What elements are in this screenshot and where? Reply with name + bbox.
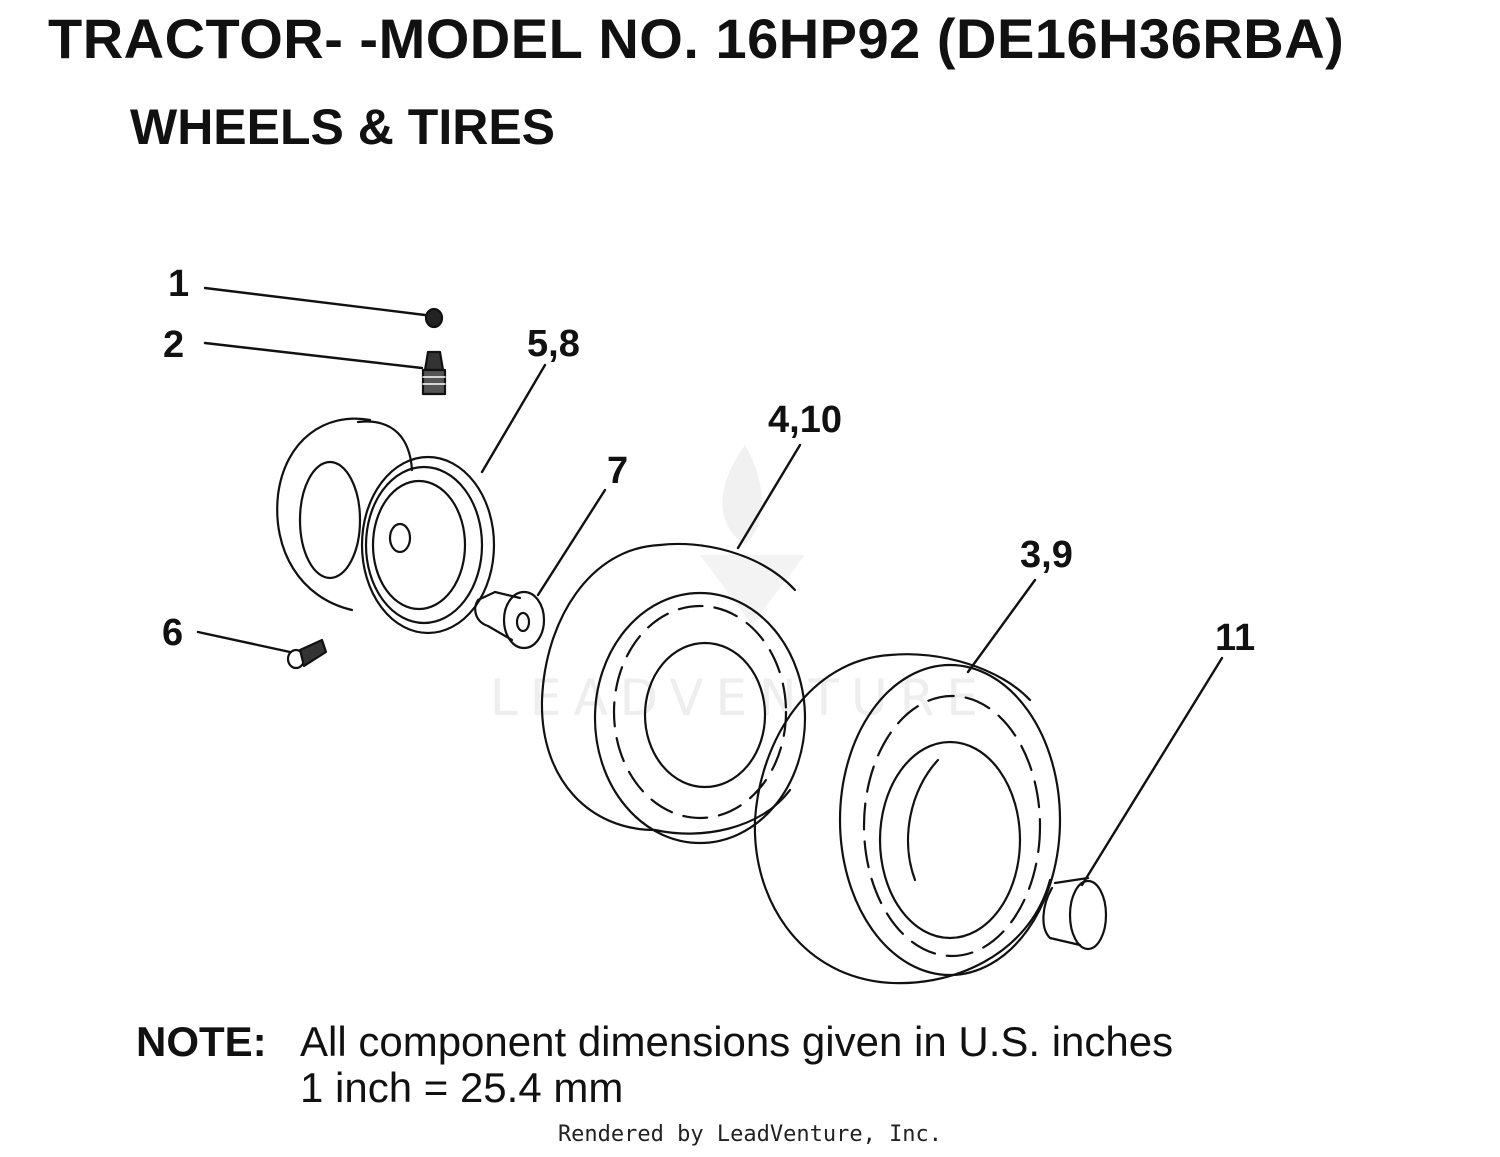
watermark-chevron-icon [700,555,805,625]
part-hub-cap[interactable] [1042,876,1108,951]
part-front-tire[interactable] [540,542,807,845]
page-title: TRACTOR- -MODEL NO. 16HP92 (DE16H36RBA) [48,7,1345,70]
leader-3-9 [966,578,1037,674]
watermark-flame-icon [722,445,762,545]
callout-7: 7 [607,450,628,492]
leader-5-8 [480,363,547,474]
leader-lines [196,286,1224,887]
leader-11 [1080,656,1224,887]
callout-4-10: 4,10 [768,399,842,441]
leader-1 [203,286,427,317]
part-lug-bolt[interactable] [286,638,328,670]
callout-5-8: 5,8 [527,323,580,365]
part-bushing[interactable] [474,590,546,650]
note-text-line2: 1 inch = 25.4 mm [300,1064,624,1111]
callout-6: 6 [162,612,183,654]
watermark: LEADVENTURE [490,445,990,727]
footer-credit: Rendered by LeadVenture, Inc. [557,1122,943,1147]
leader-7 [536,488,607,597]
note-label: NOTE: [136,1018,267,1065]
part-wheel-rim[interactable] [276,417,496,635]
callout-1: 1 [168,263,189,305]
watermark-text: LEADVENTURE [490,669,990,727]
section-subtitle: WHEELS & TIRES [130,99,556,155]
part-valve-cap[interactable] [424,307,444,329]
part-valve-stem[interactable] [421,350,447,396]
leader-2 [203,341,424,370]
part-rear-tire[interactable] [753,653,1062,985]
callout-2: 2 [163,324,184,366]
leader-6 [196,630,292,654]
note-text-line1: All component dimensions given in U.S. i… [300,1018,1174,1065]
callout-3-9: 3,9 [1020,534,1073,576]
callout-11: 11 [1215,617,1255,659]
leader-4-10 [736,443,802,550]
